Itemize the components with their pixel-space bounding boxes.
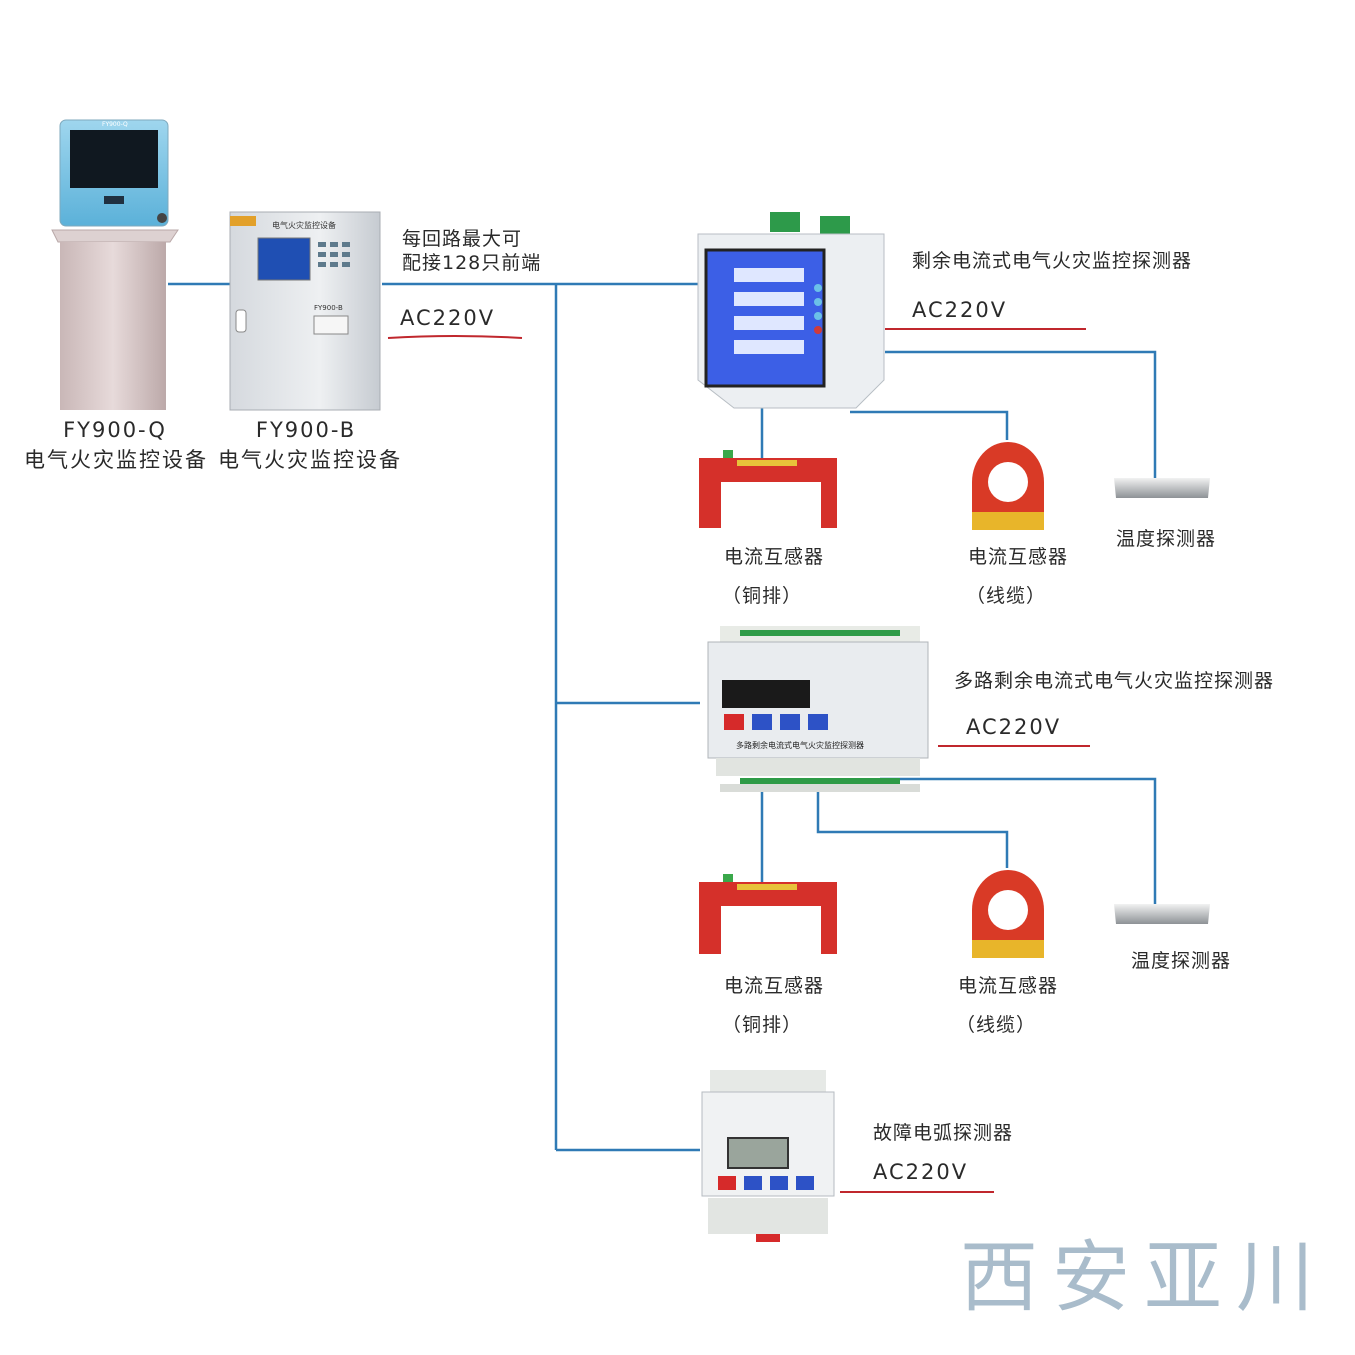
kiosk-icon — [51, 119, 179, 410]
detector2-voltage: AC220V — [966, 715, 1062, 739]
fy900-b-model: FY900-B — [255, 418, 357, 442]
detector1-ct-ring — [966, 438, 1050, 534]
din-module-icon — [707, 626, 929, 792]
detector1-voltage: AC220V — [912, 298, 1008, 322]
detector1-name: 剩余电流式电气火灾监控探测器 — [912, 250, 1193, 272]
ct-ring-icon — [972, 870, 1044, 958]
detector2-ct-bar — [697, 872, 843, 956]
temp-probe-icon — [1114, 478, 1210, 498]
kiosk-screen-caption: FY900-Q — [102, 121, 128, 128]
cabinet-panel-model: FY900-B — [314, 304, 343, 312]
detector1-meter — [694, 210, 896, 416]
detector2-ct-bar-sub: （铜排） — [722, 1014, 803, 1036]
detector3-voltage: AC220V — [873, 1160, 969, 1184]
cabinet-icon — [229, 211, 381, 411]
detector3-arc-detector — [698, 1068, 838, 1244]
underline-bus-voltage — [387, 335, 523, 339]
fy900-q-kiosk: FY900-Q — [50, 118, 180, 413]
company-watermark: 西安亚川 — [960, 1233, 1329, 1323]
detector2-name: 多路剩余电流式电气火灾监控探测器 — [954, 670, 1275, 692]
ct-ring-icon — [972, 442, 1044, 530]
wire-d1-ct-ring — [850, 410, 1009, 440]
wire-d1-temp — [885, 350, 1157, 478]
fy900-b-cabinet: 电气火灾监控设备 FY900-B — [228, 210, 384, 412]
detector3-name: 故障电弧探测器 — [873, 1122, 1014, 1144]
wire-d2-ct-ring — [816, 790, 1009, 868]
arc-detector-icon — [701, 1070, 835, 1242]
detector2-temp-label: 温度探测器 — [1131, 950, 1232, 972]
detector1-ct-ring-label: 电流互感器 — [968, 546, 1069, 568]
bus-note-line2: 配接128只前端 — [402, 252, 542, 274]
detector2-ct-bar-label: 电流互感器 — [724, 975, 825, 997]
detector1-ct-bar-sub: （铜排） — [722, 585, 803, 607]
detector1-temp-probe — [1112, 476, 1212, 500]
detector2-module: 多路剩余电流式电气火灾监控探测器 — [700, 624, 936, 794]
detector1-ct-bar-label: 电流互感器 — [724, 546, 825, 568]
detector1-ct-bar — [697, 448, 843, 530]
detector1-ct-ring-sub: （线缆） — [966, 585, 1047, 607]
module-panel-caption: 多路剩余电流式电气火灾监控探测器 — [736, 741, 864, 750]
detector2-ct-ring-sub: （线缆） — [956, 1014, 1037, 1036]
detector1-temp-label: 温度探测器 — [1116, 528, 1217, 550]
fy900-q-model: FY900-Q — [63, 418, 167, 442]
bus-voltage: AC220V — [400, 306, 496, 330]
fy900-q-name: 电气火灾监控设备 — [24, 448, 208, 472]
meter-icon — [697, 212, 885, 409]
fy900-b-name: 电气火灾监控设备 — [218, 448, 402, 472]
detector2-ct-ring — [966, 866, 1050, 962]
bus-note-line1: 每回路最大可 — [402, 228, 523, 250]
cabinet-panel-title: 电气火灾监控设备 — [272, 221, 336, 230]
detector2-ct-ring-label: 电流互感器 — [958, 975, 1059, 997]
ct-bar-icon — [699, 874, 837, 954]
detector2-temp-probe — [1112, 902, 1212, 926]
wire-d2-temp — [880, 777, 1157, 905]
temp-probe-icon — [1114, 904, 1210, 924]
ct-bar-icon — [699, 450, 837, 528]
